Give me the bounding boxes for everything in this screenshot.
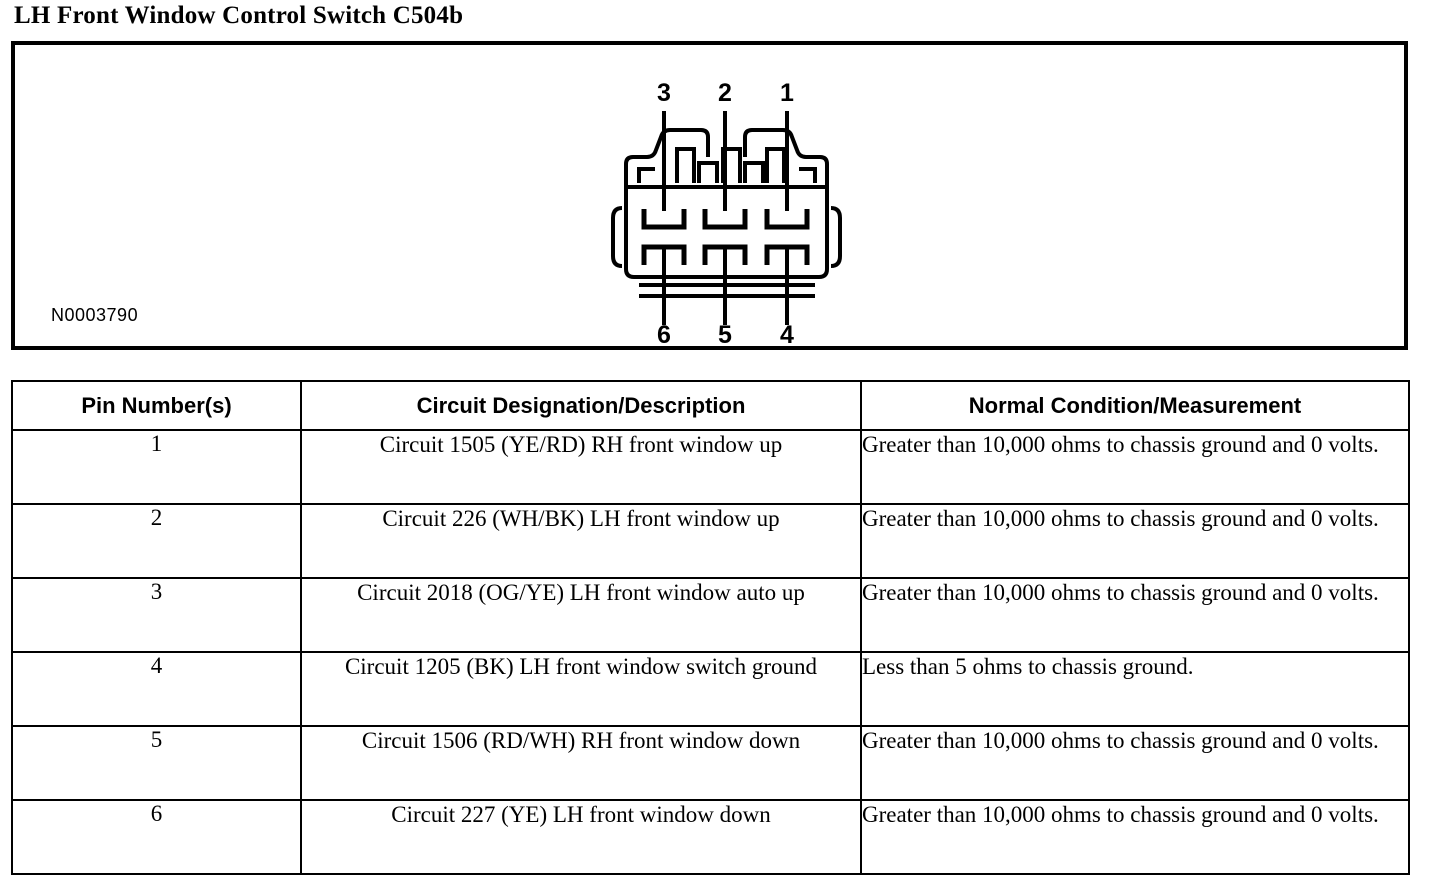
housing-upper-shroud (624, 128, 829, 187)
cavity-pin-4 (764, 244, 810, 265)
cell-pin-number: 1 (11, 429, 302, 505)
cell-measurement: Less than 5 ohms to chassis ground. (860, 651, 1410, 727)
connector-svg: 3 2 1 6 5 4 (611, 79, 842, 348)
cell-description: Circuit 1506 (RD/WH) RH front window dow… (300, 725, 862, 801)
cell-pin-number: 2 (11, 503, 302, 579)
cell-pin-number: 6 (11, 799, 302, 875)
pin-label-4: 4 (780, 321, 794, 348)
column-header-measurement: Normal Condition/Measurement (860, 380, 1410, 431)
pin-label-5: 5 (718, 321, 732, 348)
cavity-pin-2 (702, 209, 748, 230)
cell-pin-number: 4 (11, 651, 302, 727)
table-row: 2 Circuit 226 (WH/BK) LH front window up… (11, 503, 1410, 579)
illustration-frame: 3 2 1 6 5 4 (11, 41, 1408, 350)
cell-description: Circuit 227 (YE) LH front window down (300, 799, 862, 875)
table-row: 3 Circuit 2018 (OG/YE) LH front window a… (11, 577, 1410, 653)
cavity-pin-1 (764, 209, 810, 230)
cell-description: Circuit 2018 (OG/YE) LH front window aut… (300, 577, 862, 653)
pin-label-3: 3 (657, 79, 671, 107)
cell-measurement: Greater than 10,000 ohms to chassis grou… (860, 577, 1410, 653)
cell-pin-number: 3 (11, 577, 302, 653)
cavity-row-bottom (641, 244, 810, 265)
housing-latch-detail (637, 147, 817, 183)
table-row: 4 Circuit 1205 (BK) LH front window swit… (11, 651, 1410, 727)
housing-right-tab (830, 206, 842, 268)
column-header-pin-number: Pin Number(s) (11, 380, 302, 431)
column-header-description: Circuit Designation/Description (300, 380, 862, 431)
cell-measurement: Greater than 10,000 ohms to chassis grou… (860, 799, 1410, 875)
illustration-reference-id: N0003790 (51, 305, 139, 325)
pin-label-6: 6 (657, 321, 671, 348)
cell-measurement: Greater than 10,000 ohms to chassis grou… (860, 429, 1410, 505)
table-row: 6 Circuit 227 (YE) LH front window down … (11, 799, 1410, 875)
table-row: 5 Circuit 1506 (RD/WH) RH front window d… (11, 725, 1410, 801)
cavity-pin-3 (641, 209, 687, 230)
pin-label-1: 1 (780, 79, 794, 107)
cell-pin-number: 5 (11, 725, 302, 801)
page-title: LH Front Window Control Switch C504b (14, 2, 464, 29)
cavity-row-top (641, 209, 810, 230)
cell-measurement: Greater than 10,000 ohms to chassis grou… (860, 503, 1410, 579)
cavity-pin-6 (641, 244, 687, 265)
cell-measurement: Greater than 10,000 ohms to chassis grou… (860, 725, 1410, 801)
housing-body (624, 185, 829, 279)
table-header-row: Pin Number(s) Circuit Designation/Descri… (11, 380, 1410, 431)
pin-label-2: 2 (718, 79, 732, 107)
table-row: 1 Circuit 1505 (YE/RD) RH front window u… (11, 429, 1410, 505)
pin-assignment-table: Pin Number(s) Circuit Designation/Descri… (11, 380, 1410, 875)
housing-left-tab (611, 206, 623, 268)
cell-description: Circuit 1205 (BK) LH front window switch… (300, 651, 862, 727)
cell-description: Circuit 226 (WH/BK) LH front window up (300, 503, 862, 579)
connector-diagram: 3 2 1 6 5 4 (595, 63, 860, 348)
cell-description: Circuit 1505 (YE/RD) RH front window up (300, 429, 862, 505)
cavity-pin-5 (702, 244, 748, 265)
housing-lower-bands (639, 283, 815, 298)
